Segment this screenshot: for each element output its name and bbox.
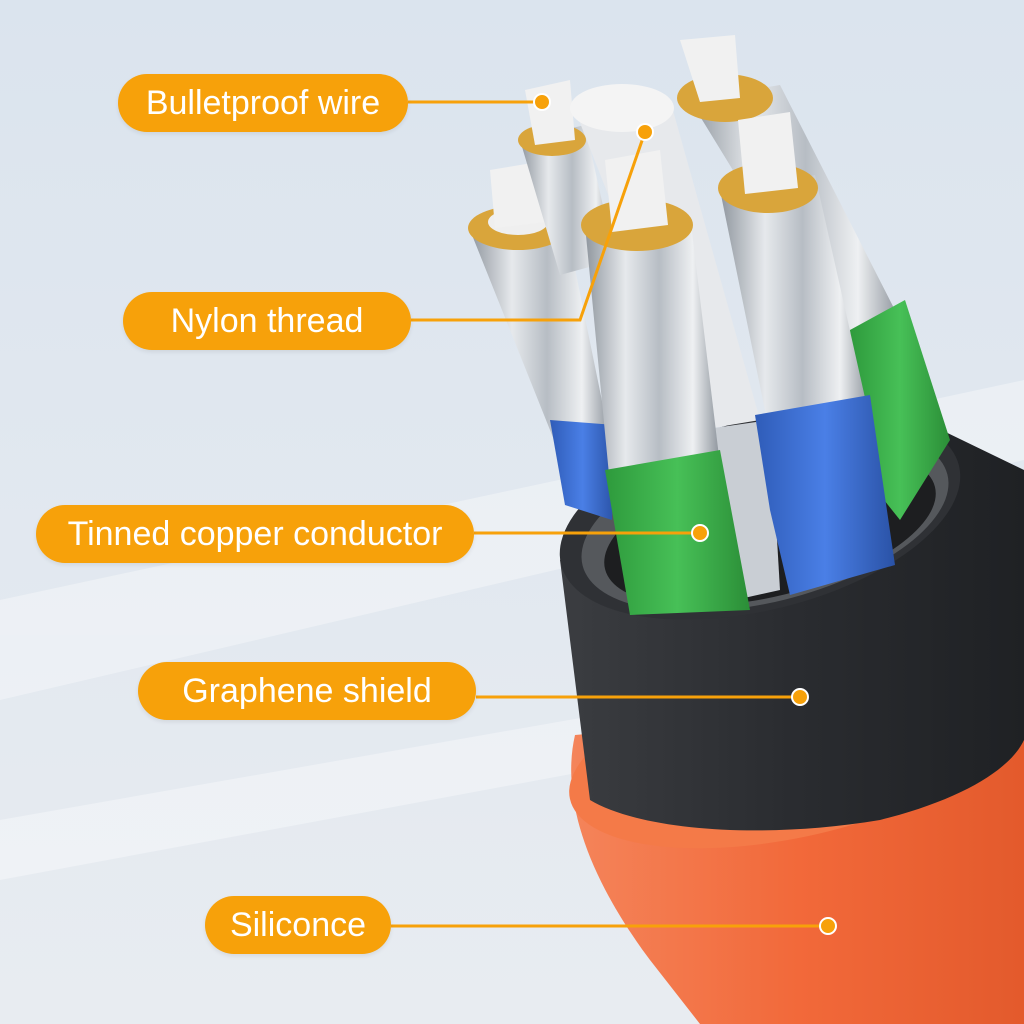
callout-dot-silicone (819, 917, 837, 935)
callout-silicone: Siliconce (205, 896, 391, 954)
callout-dot-bulletproof (533, 93, 551, 111)
leader-dots (533, 93, 837, 935)
callout-dot-shield (791, 688, 809, 706)
callout-bulletproof-wire: Bulletproof wire (118, 74, 408, 132)
leader-line-nylon (411, 131, 647, 322)
back-conductor-left (468, 160, 615, 520)
leader-lines (391, 100, 828, 928)
callout-dot-conductor (691, 524, 709, 542)
callout-dot-nylon (636, 123, 654, 141)
callout-graphene-shield: Graphene shield (138, 662, 476, 720)
callout-tinned-copper-conductor: Tinned copper conductor (36, 505, 474, 563)
callout-nylon-thread: Nylon thread (123, 292, 411, 350)
front-conductor-right (718, 112, 895, 595)
